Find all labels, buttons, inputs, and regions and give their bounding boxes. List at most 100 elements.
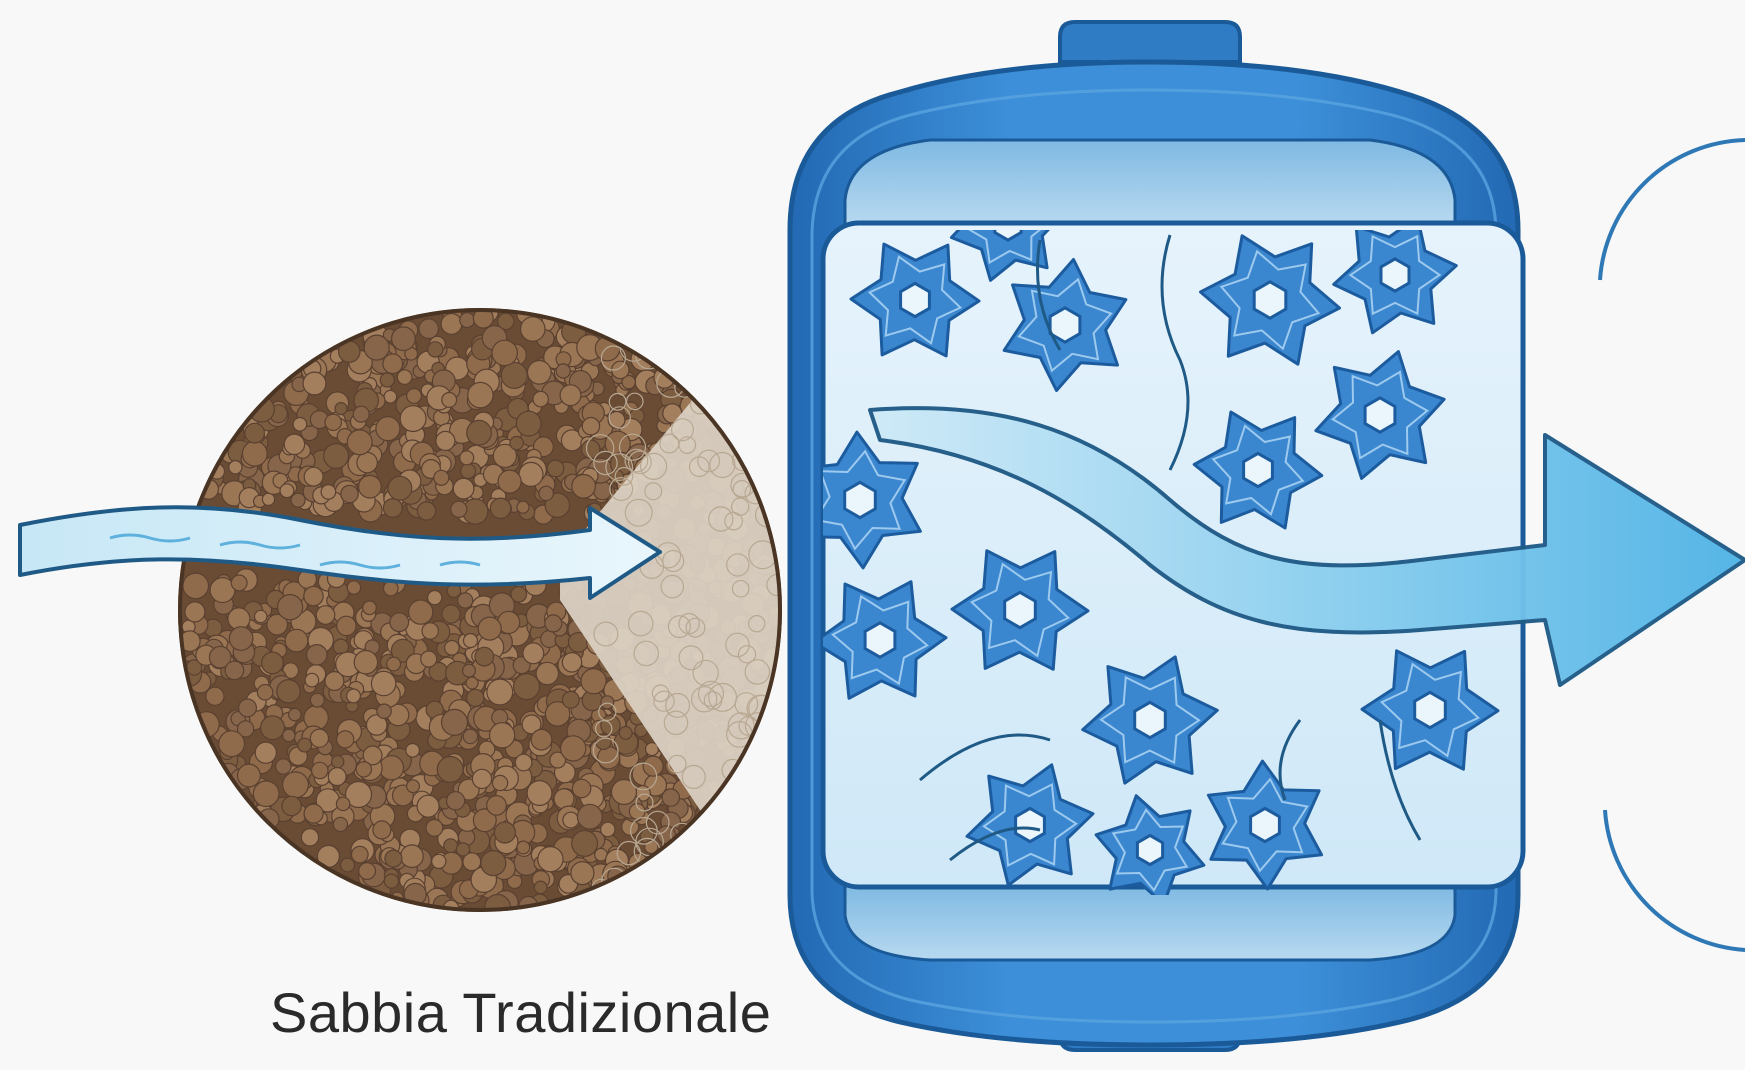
sand-grain (379, 756, 403, 780)
sand-grain (407, 389, 422, 404)
sand-grain (242, 441, 267, 466)
sand-grain (310, 729, 328, 747)
sand-grain (407, 780, 420, 793)
sand-grain (185, 602, 205, 622)
sand-grain (377, 704, 391, 718)
sand-grain (384, 390, 397, 403)
faint-grain (689, 332, 716, 359)
sand-grain (436, 431, 455, 450)
sand-grain (357, 452, 377, 472)
sand-grain (536, 662, 558, 684)
sand-grain (347, 581, 360, 594)
sand-grain (257, 685, 272, 700)
sand-grain (419, 319, 439, 339)
sand-grain (460, 313, 475, 328)
faint-grain (684, 879, 703, 898)
faint-grain (770, 838, 791, 859)
sand-grain (388, 476, 412, 500)
sand-grain (353, 406, 369, 422)
sand-grain (490, 498, 510, 518)
faint-grain (736, 799, 761, 824)
sand-grain (422, 623, 438, 639)
sand-disc (176, 270, 830, 960)
faint-grain (722, 289, 746, 313)
sand-grain (262, 493, 274, 505)
sand-grain (304, 586, 323, 605)
sand-grain (384, 874, 398, 888)
faint-grain (716, 864, 739, 887)
sand-grain (354, 651, 377, 674)
sand-grain (451, 501, 467, 517)
sand-grain (453, 478, 474, 499)
sand-grain (481, 851, 506, 876)
sand-grain (514, 674, 540, 700)
sand-grain (371, 671, 395, 695)
sand-grain (301, 829, 318, 846)
faint-grain (706, 351, 723, 368)
faint-grain (683, 870, 710, 897)
sand-grain (445, 641, 460, 656)
sand-grain (364, 335, 389, 360)
sand-grain (417, 795, 439, 817)
faint-grain (708, 880, 728, 900)
faint-grain (604, 882, 625, 903)
sand-grain (527, 781, 552, 806)
sand-grain (523, 643, 544, 664)
faint-grain (720, 883, 743, 906)
faint-grain (758, 365, 777, 384)
sand-grain (643, 756, 663, 776)
sand-grain (249, 396, 275, 422)
sand-grain (392, 327, 416, 351)
sand-grain (460, 451, 474, 465)
sand-grain (517, 841, 530, 854)
sand-grain (533, 391, 548, 406)
sand-grain (231, 575, 247, 591)
sand-grain (310, 693, 324, 707)
sand-grain (397, 370, 412, 385)
sand-grain (321, 485, 336, 500)
sand-grain (593, 481, 611, 499)
faint-grain (723, 861, 743, 881)
faint-grain (655, 328, 678, 351)
sand-grain (316, 606, 335, 625)
sand-grain (305, 673, 319, 687)
sand-grain (528, 361, 552, 385)
sand-grain (328, 768, 346, 786)
sand-grain (515, 754, 532, 771)
sand-grain (262, 652, 284, 674)
tank-top-cap (845, 140, 1455, 225)
sand-grain (307, 645, 327, 665)
sand-grain (283, 772, 309, 798)
faint-grain (735, 869, 761, 895)
sand-grain (582, 418, 599, 435)
faint-grain (739, 893, 761, 915)
faint-grain (757, 344, 779, 366)
sand-grain (534, 881, 547, 894)
sand-grain (612, 780, 637, 805)
sand-grain (601, 822, 615, 836)
sand-grain (463, 664, 476, 677)
sand-grain (519, 462, 543, 486)
sand-grain (303, 372, 326, 395)
faint-grain (700, 294, 725, 319)
sand-grain (298, 738, 312, 752)
sand-grain (572, 831, 598, 857)
sand-grain (363, 601, 377, 615)
sand-grain (560, 385, 581, 406)
sand-grain (229, 627, 253, 651)
sand-grain (461, 464, 476, 479)
faint-grain (608, 925, 633, 950)
sand-grain (521, 317, 545, 341)
sand-grain (434, 470, 449, 485)
sand-grain (406, 744, 420, 758)
sand-grain (291, 493, 305, 507)
sand-grain (501, 362, 527, 388)
sand-grain (572, 475, 596, 499)
sand-grain (571, 862, 594, 885)
sand-grain (304, 804, 323, 823)
sand-grain (464, 634, 478, 648)
sand-grain (238, 764, 261, 787)
faint-grain (744, 377, 762, 395)
sand-grain (472, 769, 491, 788)
